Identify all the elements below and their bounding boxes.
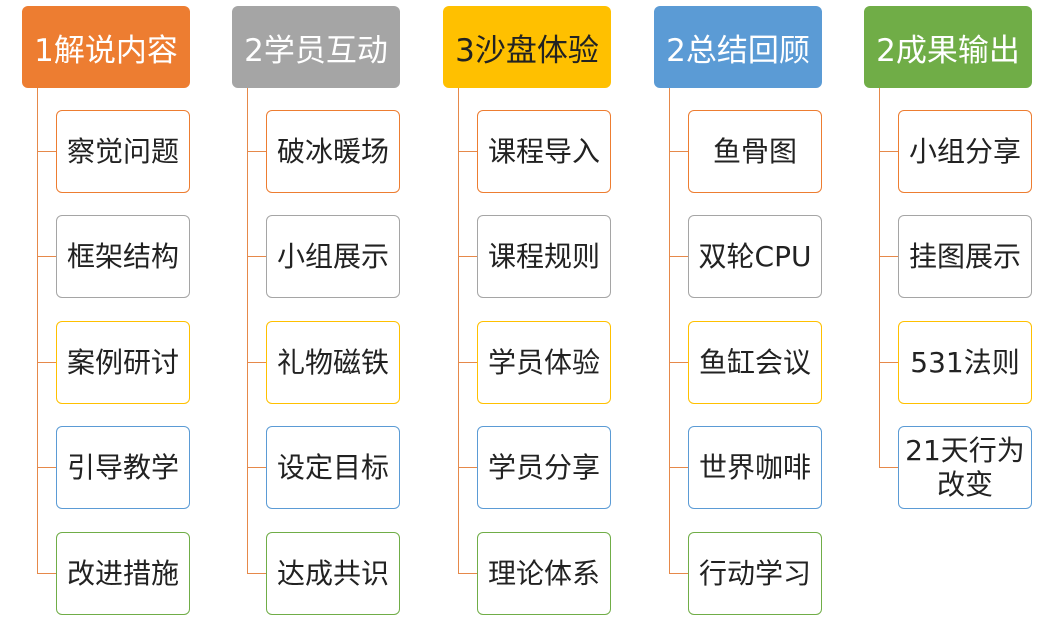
step-box: 破冰暖场 [266, 110, 400, 193]
connector-horizontal [247, 467, 267, 468]
connector-horizontal [458, 151, 478, 152]
connector-horizontal [247, 151, 267, 152]
column-2: 2学员互动破冰暖场小组展示礼物磁铁设定目标达成共识 [232, 0, 412, 629]
step-box: 达成共识 [266, 532, 400, 615]
step-box: 学员分享 [477, 426, 611, 509]
connector-horizontal [458, 467, 478, 468]
connector-horizontal [669, 151, 689, 152]
column-header: 2成果输出 [864, 6, 1032, 88]
column-5: 2成果输出小组分享挂图展示 531法则 21天行为改变 [864, 0, 1044, 629]
step-box: 课程导入 [477, 110, 611, 193]
connector-horizontal [669, 573, 689, 574]
connector-vertical [458, 88, 459, 573]
step-box: 设定目标 [266, 426, 400, 509]
connector-horizontal [458, 256, 478, 257]
connector-horizontal [37, 573, 57, 574]
connector-horizontal [37, 362, 57, 363]
column-1: 1解说内容察觉问题框架结构案例研讨引导教学改进措施 [22, 0, 202, 629]
connector-horizontal [879, 256, 899, 257]
step-box: 理论体系 [477, 532, 611, 615]
connector-horizontal [458, 573, 478, 574]
connector-horizontal [669, 362, 689, 363]
step-box: 礼物磁铁 [266, 321, 400, 404]
connector-horizontal [879, 151, 899, 152]
step-box: 框架结构 [56, 215, 190, 298]
step-box: 引导教学 [56, 426, 190, 509]
step-box: 行动学习 [688, 532, 822, 615]
step-box: 鱼缸会议 [688, 321, 822, 404]
step-box: 课程规则 [477, 215, 611, 298]
step-box: 鱼骨图 [688, 110, 822, 193]
connector-horizontal [247, 362, 267, 363]
connector-vertical [879, 88, 880, 467]
column-header: 2学员互动 [232, 6, 400, 88]
connector-horizontal [879, 362, 899, 363]
column-header: 2总结回顾 [654, 6, 822, 88]
column-header: 3沙盘体验 [443, 6, 611, 88]
connector-horizontal [669, 256, 689, 257]
step-box: 改进措施 [56, 532, 190, 615]
step-box: 21天行为改变 [898, 426, 1032, 509]
step-box: 察觉问题 [56, 110, 190, 193]
step-box: 案例研讨 [56, 321, 190, 404]
connector-horizontal [37, 151, 57, 152]
step-box: 学员体验 [477, 321, 611, 404]
step-box: 挂图展示 [898, 215, 1032, 298]
step-box: 小组展示 [266, 215, 400, 298]
column-3: 3沙盘体验课程导入课程规则学员体验学员分享理论体系 [443, 0, 623, 629]
connector-horizontal [247, 256, 267, 257]
connector-horizontal [37, 467, 57, 468]
connector-horizontal [879, 467, 899, 468]
connector-vertical [247, 88, 248, 573]
connector-horizontal [458, 362, 478, 363]
connector-horizontal [669, 467, 689, 468]
column-4: 2总结回顾鱼骨图双轮CPU 鱼缸会议世界咖啡行动学习 [654, 0, 834, 629]
step-box: 双轮CPU [688, 215, 822, 298]
connector-horizontal [247, 573, 267, 574]
column-header: 1解说内容 [22, 6, 190, 88]
step-box: 531法则 [898, 321, 1032, 404]
connector-horizontal [37, 256, 57, 257]
step-box: 小组分享 [898, 110, 1032, 193]
connector-vertical [37, 88, 38, 573]
connector-vertical [669, 88, 670, 573]
step-box: 世界咖啡 [688, 426, 822, 509]
